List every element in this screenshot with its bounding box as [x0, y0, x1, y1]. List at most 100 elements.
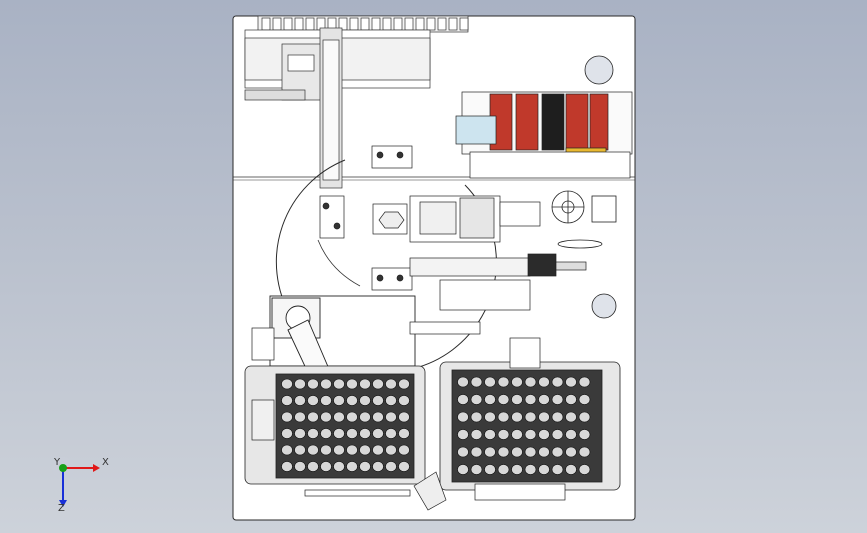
tray-pocket — [470, 446, 483, 458]
tray-pocket — [497, 394, 510, 405]
tray-pocket — [524, 429, 537, 440]
chain-link — [404, 17, 414, 31]
tray-pocket — [294, 444, 306, 456]
tray-pocket — [372, 411, 384, 423]
tray-pocket — [359, 428, 371, 439]
tray-pocket — [398, 395, 410, 406]
tray-pocket — [470, 394, 483, 405]
tray-pocket — [538, 446, 550, 458]
tray-pocket — [551, 464, 564, 475]
tray-pocket — [511, 394, 523, 405]
tray-pocket — [385, 411, 397, 423]
tray-pocket — [578, 411, 591, 423]
tray-pocket — [551, 429, 564, 440]
tray-pocket — [578, 429, 591, 440]
chain-link — [448, 17, 458, 31]
chain-link — [283, 17, 293, 31]
tray-pocket — [346, 444, 358, 456]
tray-pocket — [497, 376, 510, 388]
tray-pocket — [457, 394, 469, 405]
tray-pocket — [281, 428, 293, 439]
tray-pocket — [470, 411, 483, 423]
tray-pocket — [346, 395, 358, 406]
tray-pocket — [551, 394, 564, 405]
tray-pocket — [320, 395, 332, 406]
tray-pocket — [372, 378, 384, 390]
tray-pocket — [524, 376, 537, 388]
tray-pocket — [281, 378, 293, 390]
z-axis-label: Z — [58, 503, 65, 514]
tray-pocket — [307, 378, 319, 390]
tray-pocket — [372, 461, 384, 472]
tray-pocket — [333, 395, 345, 406]
handwheel — [551, 190, 617, 249]
axis-triad-graphic — [52, 457, 100, 507]
tray-pocket — [333, 461, 345, 472]
tray-pocket — [565, 376, 577, 388]
tray-pocket — [578, 394, 591, 405]
tray-pocket — [281, 444, 293, 456]
tray-pocket — [470, 464, 483, 475]
tray-pocket — [497, 446, 510, 458]
tray-pocket — [484, 464, 496, 475]
tray-pocket — [538, 411, 550, 423]
tray-pocket — [457, 411, 469, 423]
chain-link — [305, 17, 315, 31]
tray-pocket — [307, 411, 319, 423]
tray-pocket — [398, 461, 410, 472]
tray-pocket — [565, 429, 577, 440]
tray-pocket — [398, 411, 410, 423]
tray-pocket — [524, 394, 537, 405]
tray-pocket — [333, 444, 345, 456]
tray-pocket — [333, 428, 345, 439]
tray-pocket — [578, 376, 591, 388]
tray-pocket — [307, 395, 319, 406]
left-tray — [244, 365, 426, 485]
tray-pocket — [484, 446, 496, 458]
tray-pocket — [565, 411, 577, 423]
tray-pocket — [551, 411, 564, 423]
tray-pocket — [346, 428, 358, 439]
tray-pocket — [524, 411, 537, 423]
tray-pocket — [484, 429, 496, 440]
tray-pocket — [372, 428, 384, 439]
chain-link — [415, 17, 425, 31]
tray-pocket — [538, 376, 550, 388]
tray-pocket — [497, 411, 510, 423]
tray-pocket — [294, 428, 306, 439]
chain-link — [261, 17, 271, 31]
press-module — [409, 195, 587, 311]
tray-pocket — [565, 446, 577, 458]
plate-hole — [584, 55, 614, 85]
tray-pocket — [346, 378, 358, 390]
tray-pocket — [359, 378, 371, 390]
tray-pocket — [333, 411, 345, 423]
tray-pocket — [281, 411, 293, 423]
turntable-fixtures — [319, 145, 413, 291]
tray-pocket — [320, 461, 332, 472]
tray-pocket — [511, 376, 523, 388]
tray-pocket — [484, 411, 496, 423]
tray-pocket — [511, 464, 523, 475]
y-axis-point — [59, 464, 67, 472]
top-linear-module — [244, 27, 431, 189]
tray-pocket — [372, 395, 384, 406]
tray-pocket — [385, 428, 397, 439]
tray-pocket — [457, 376, 469, 388]
tray-pocket — [398, 444, 410, 456]
tray-pocket — [320, 411, 332, 423]
tray-pocket — [346, 411, 358, 423]
chain-link — [393, 17, 403, 31]
tray-pocket — [565, 394, 577, 405]
tray-pocket — [372, 444, 384, 456]
tray-pocket — [294, 395, 306, 406]
tray-pocket — [551, 376, 564, 388]
tray-pocket — [346, 461, 358, 472]
tray-pocket — [484, 394, 496, 405]
plate-hole — [591, 293, 617, 319]
chain-link — [382, 17, 392, 31]
tray-pocket — [281, 461, 293, 472]
chain-link — [349, 17, 359, 31]
capacitor-feeder — [455, 91, 633, 179]
